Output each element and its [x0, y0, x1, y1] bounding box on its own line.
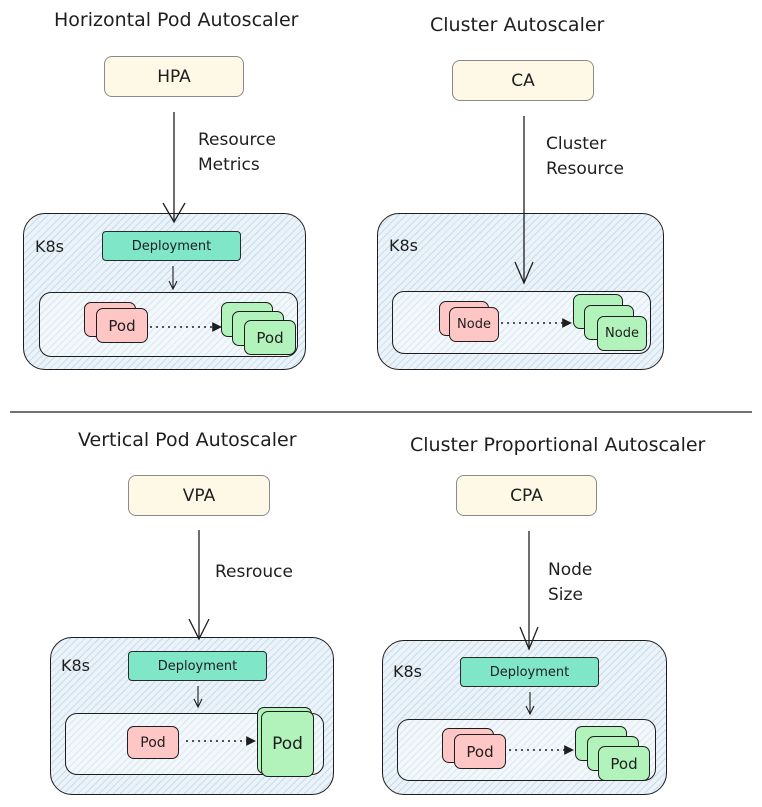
hpa-source-pod: Pod [96, 308, 148, 343]
hpa-target-pod: Pod [244, 320, 296, 355]
ca-edge-label: Cluster Resource [546, 132, 624, 182]
vpa-edge-label: Resrouce [215, 560, 293, 585]
ca-main-arrow [514, 116, 534, 285]
cpa-k8s-cluster [382, 640, 667, 795]
vpa-source-pod: Pod [127, 726, 179, 759]
cpa-edge-label-line2: Size [548, 585, 583, 605]
vpa-deployment: Deployment [128, 651, 267, 681]
cpa-target-pod: Pod [598, 746, 650, 781]
vpa-main-arrow [188, 530, 210, 641]
cpa-deployment: Deployment [460, 657, 599, 687]
hpa-edge-label-line2: Metrics [198, 155, 260, 175]
hpa-deploy-arrow [168, 266, 178, 291]
hpa-title: Horizontal Pod Autoscaler [54, 9, 299, 31]
cpa-source-pod: Pod [454, 734, 506, 769]
cpa-edge-label-line1: Node [548, 560, 593, 580]
hpa-box: HPA [104, 56, 244, 97]
ca-box: CA [452, 60, 594, 101]
ca-source-node: Node [449, 307, 499, 342]
vpa-k8s-label: K8s [61, 656, 91, 675]
ca-title: Cluster Autoscaler [430, 14, 605, 36]
cpa-deploy-arrow [525, 692, 535, 716]
vpa-box: VPA [128, 475, 270, 516]
ca-target-node: Node [597, 316, 647, 351]
hpa-deployment: Deployment [102, 231, 241, 261]
cpa-edge-label: Node Size [548, 558, 592, 608]
ca-k8s-label: K8s [389, 236, 419, 255]
cpa-box: CPA [456, 475, 597, 516]
hpa-main-arrow [162, 112, 186, 224]
vpa-edge-label-line1: Resrouce [215, 562, 293, 582]
ca-edge-label-line2: Resource [546, 159, 624, 179]
vpa-deploy-arrow [193, 686, 203, 709]
cpa-title: Cluster Proportional Autoscaler [410, 434, 706, 456]
vpa-title: Vertical Pod Autoscaler [78, 429, 297, 451]
hpa-edge-label-line1: Resource [198, 130, 276, 150]
ca-edge-label-line1: Cluster [546, 134, 607, 154]
cpa-k8s-label: K8s [393, 662, 423, 681]
vpa-target-pod: Pod [261, 711, 314, 777]
cpa-main-arrow [519, 531, 539, 651]
hpa-k8s-label: K8s [35, 237, 65, 256]
hpa-edge-label: Resource Metrics [198, 128, 276, 178]
